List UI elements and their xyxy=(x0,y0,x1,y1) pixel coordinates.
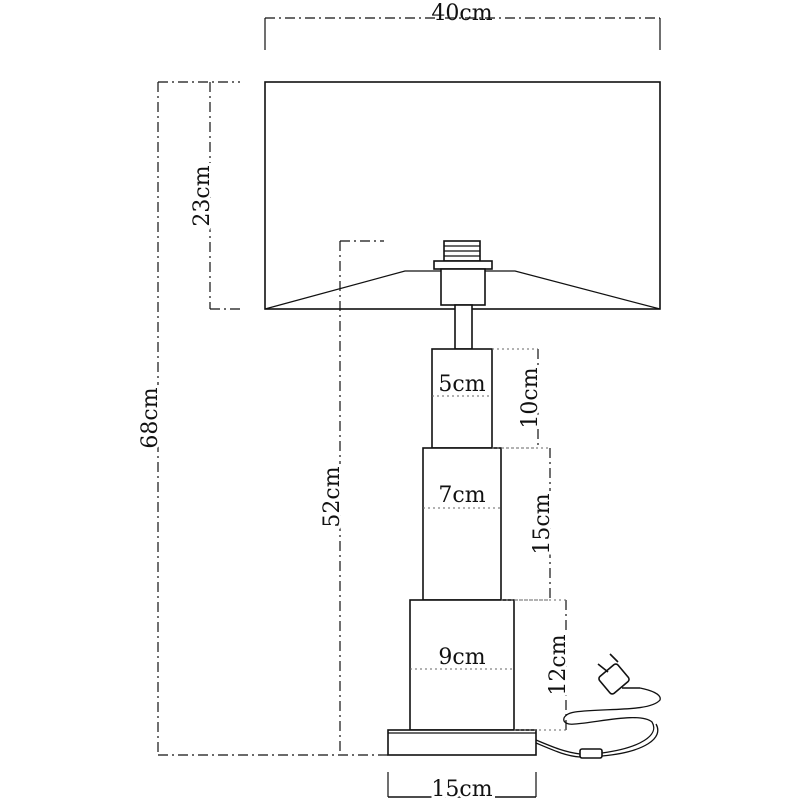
middle-section xyxy=(422,447,502,601)
label-shade-width: 40cm xyxy=(431,1,492,26)
label-middle-width: 7cm xyxy=(438,483,485,508)
top-section xyxy=(431,348,493,449)
label-shade-height: 23cm xyxy=(190,165,215,226)
dimension-shade-width xyxy=(264,17,661,50)
label-bottom-width: 9cm xyxy=(438,645,485,670)
label-base-height: 52cm xyxy=(320,466,345,527)
dimension-bottom-height xyxy=(514,599,567,731)
dimension-total-height xyxy=(157,81,388,756)
label-top-width: 5cm xyxy=(438,372,485,397)
lamp-socket xyxy=(433,240,493,350)
dimension-base-height xyxy=(339,240,384,755)
label-total-height: 68cm xyxy=(138,387,163,448)
label-plinth-width: 15cm xyxy=(431,777,492,800)
dimension-shade-height xyxy=(209,82,240,310)
label-top-height: 10cm xyxy=(518,367,543,428)
dimension-top-height xyxy=(492,348,539,449)
label-bottom-height: 12cm xyxy=(546,634,571,695)
plug-icon xyxy=(597,653,640,695)
power-cord xyxy=(535,687,661,759)
label-middle-height: 15cm xyxy=(530,493,555,554)
lamp-body xyxy=(387,348,537,756)
dimension-plinth-width xyxy=(387,772,537,798)
dimension-middle-height xyxy=(501,447,551,601)
plinth xyxy=(387,729,537,756)
